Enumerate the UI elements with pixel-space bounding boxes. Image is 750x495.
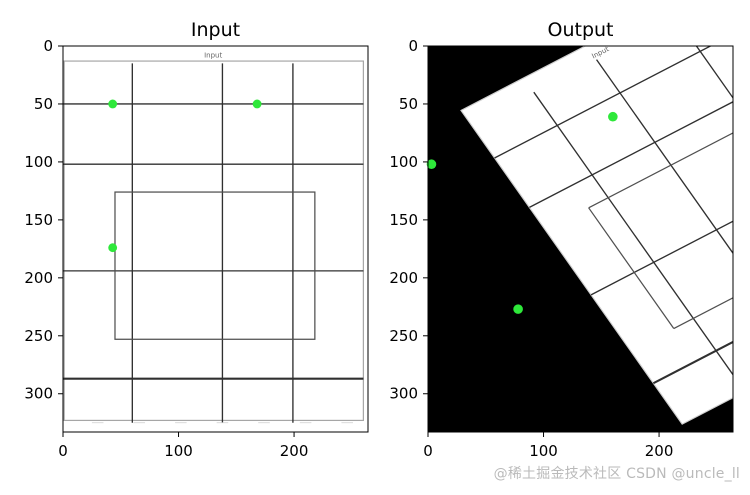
y-tick-label: 50 bbox=[34, 95, 53, 113]
x-tick-label: 0 bbox=[58, 442, 68, 460]
green-point-2 bbox=[252, 99, 262, 109]
y-tick-label: 0 bbox=[408, 37, 418, 55]
output-vertical-line bbox=[595, 59, 733, 255]
y-tick-label: 250 bbox=[389, 327, 418, 345]
y-tick-label: 0 bbox=[43, 37, 53, 55]
image-header-text: Input bbox=[204, 52, 222, 60]
green-point-2 bbox=[608, 111, 618, 122]
y-tick-label: 150 bbox=[24, 211, 53, 229]
output-horizontal-line bbox=[652, 340, 733, 385]
plot-background bbox=[63, 46, 368, 432]
input-panel: Input 0 100 200 0 50 100 150 200 250 300 Input bbox=[24, 19, 369, 460]
output-vertical-line bbox=[533, 91, 733, 376]
output-vertical-line bbox=[695, 46, 733, 100]
green-point-3 bbox=[513, 304, 523, 314]
y-tick-label: 300 bbox=[24, 385, 53, 403]
green-point-1 bbox=[108, 99, 118, 109]
plot-frame bbox=[62, 45, 369, 433]
y-tick-label: 200 bbox=[389, 269, 418, 287]
y-tick-label: 150 bbox=[389, 211, 418, 229]
panel-title: Input bbox=[191, 19, 240, 41]
panel-title: Output bbox=[548, 19, 614, 41]
y-tick-label: 100 bbox=[24, 153, 53, 171]
y-tick-label: 250 bbox=[24, 327, 53, 345]
x-tick-label: 200 bbox=[645, 442, 674, 460]
y-tick-label: 200 bbox=[24, 269, 53, 287]
x-tick-label: 100 bbox=[164, 442, 193, 460]
image-content: Input bbox=[428, 46, 733, 432]
plot-frame bbox=[427, 45, 734, 433]
y-tick-label: 300 bbox=[389, 385, 418, 403]
output-inner-rectangle-edge bbox=[588, 207, 675, 329]
output-panel: Input 0 100 200 0 50 100 150 200 250 300 Output bbox=[389, 19, 734, 460]
output-horizontal-line bbox=[494, 46, 712, 159]
y-tick-label: 50 bbox=[399, 95, 418, 113]
output-horizontal-line bbox=[590, 220, 733, 296]
input-image-border bbox=[63, 60, 364, 422]
x-tick-label: 0 bbox=[423, 442, 433, 460]
output-inner-rectangle-edge bbox=[588, 132, 733, 209]
input-inner-rectangle bbox=[114, 191, 316, 340]
green-point-3 bbox=[108, 243, 118, 253]
output-horizontal-line bbox=[529, 101, 733, 209]
green-point-1 bbox=[426, 159, 437, 170]
x-tick-label: 200 bbox=[280, 442, 309, 460]
x-tick-label: 100 bbox=[529, 442, 558, 460]
output-inner-rectangle-edge bbox=[673, 297, 733, 330]
y-tick-label: 100 bbox=[389, 153, 418, 171]
